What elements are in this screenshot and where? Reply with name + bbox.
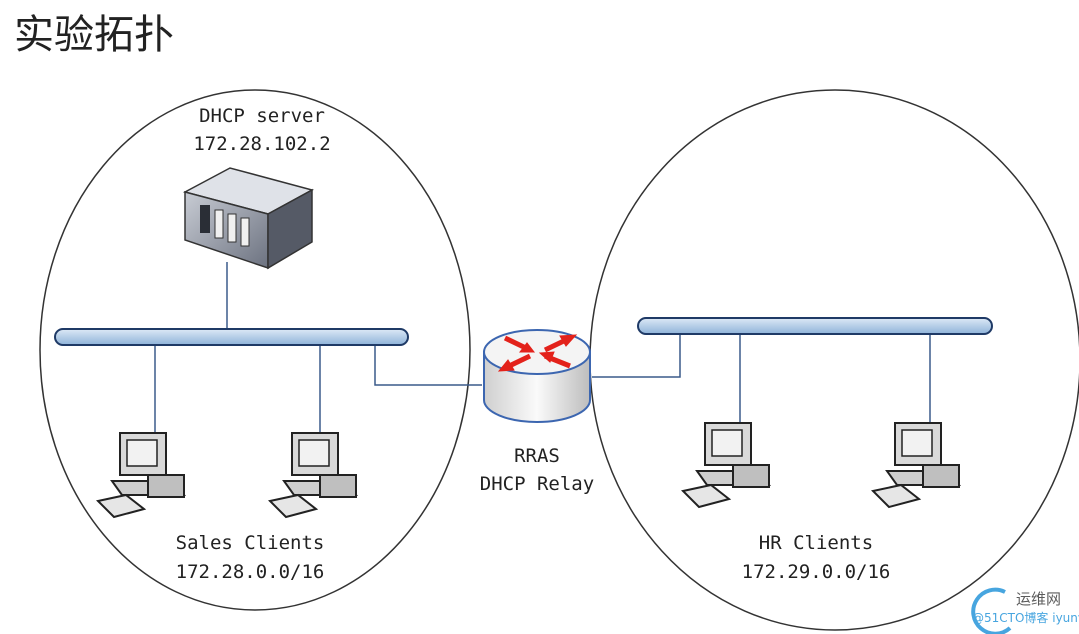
dhcp-server-ip: 172.28.102.2	[193, 133, 330, 155]
sales-bus	[54, 328, 409, 346]
dhcp-server-icon	[182, 167, 315, 270]
router-role: DHCP Relay	[480, 473, 594, 495]
router-name: RRAS	[514, 445, 560, 467]
watermark-logo: 运维网 @51CTO博客 iyunv.com	[971, 587, 1079, 634]
hr-client-2-icon	[872, 422, 960, 508]
svg-text:运维网: 运维网	[1016, 590, 1061, 608]
hr-bus	[637, 317, 993, 335]
hr-client-1-icon	[682, 422, 770, 508]
links	[154, 262, 931, 440]
sales-client-1-icon	[97, 432, 185, 518]
page-title: 实验拓扑	[14, 12, 174, 58]
sales-clients-name: Sales Clients	[176, 532, 325, 554]
sales-network-ellipse	[39, 89, 471, 611]
hr-clients-name: HR Clients	[759, 532, 873, 554]
hr-clients-subnet: 172.29.0.0/16	[742, 561, 891, 583]
router-icon	[483, 329, 591, 423]
dhcp-server-name: DHCP server	[199, 105, 325, 127]
sales-clients-subnet: 172.28.0.0/16	[176, 561, 325, 583]
svg-text:@51CTO博客 iyunv.com: @51CTO博客 iyunv.com	[972, 610, 1079, 625]
sales-client-2-icon	[269, 432, 357, 518]
